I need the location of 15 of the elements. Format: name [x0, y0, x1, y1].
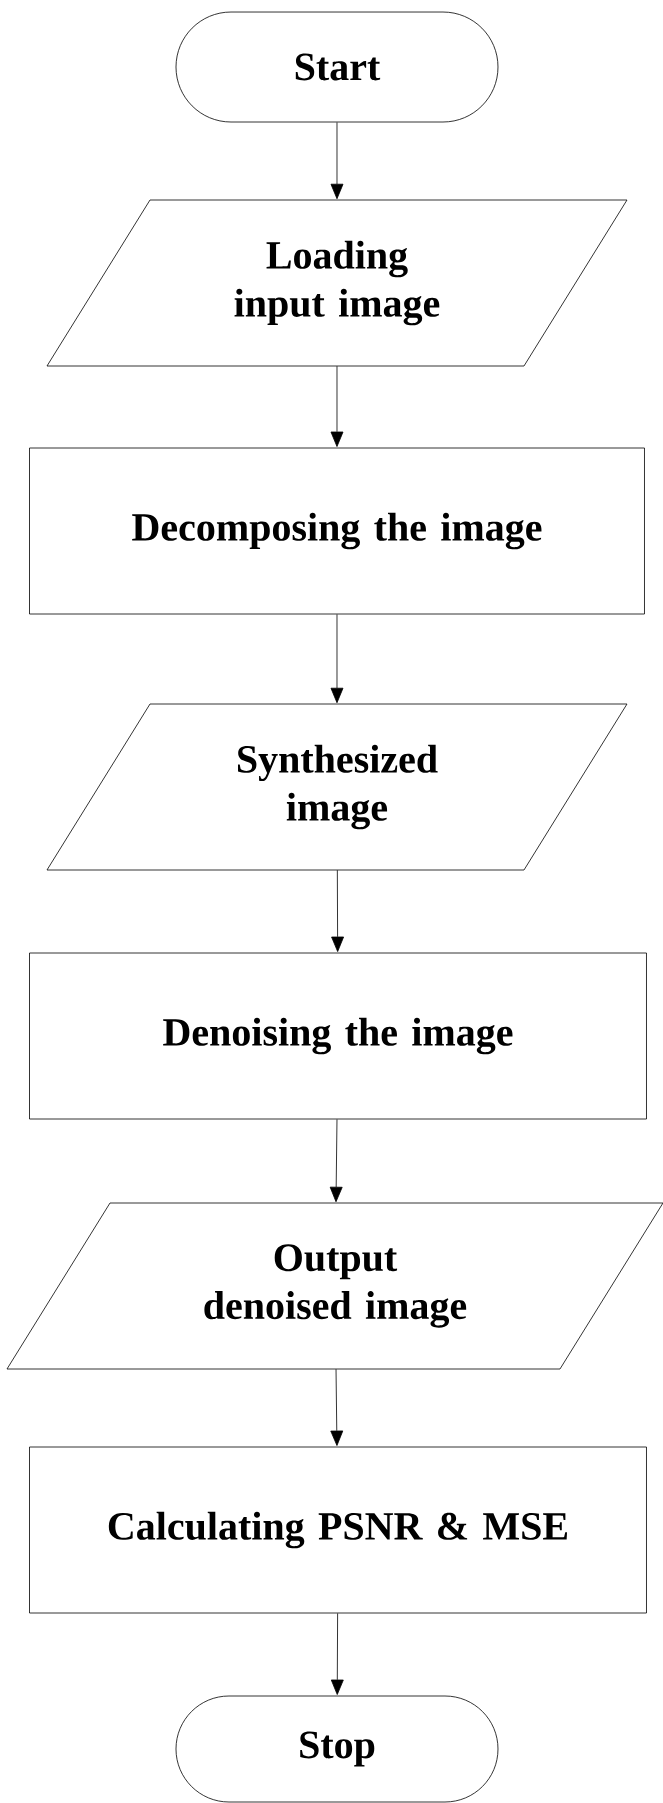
io-parallelogram: Loading input image — [46, 199, 628, 367]
arrow — [330, 122, 344, 200]
io-parallelogram: Synthesized image — [46, 703, 628, 871]
terminal-box: Stop — [175, 1695, 499, 1803]
arrow — [331, 869, 344, 952]
process-box: Calculating PSNR & MSE — [29, 1446, 647, 1614]
arrow — [329, 1119, 343, 1203]
process-box: Decomposing the image — [29, 447, 645, 615]
arrow — [330, 365, 344, 447]
arrow — [330, 614, 344, 704]
io-parallelogram: Output denoised image — [6, 1202, 663, 1370]
arrow — [330, 1613, 344, 1695]
process-box: Denoising the image — [29, 952, 647, 1120]
arrow — [330, 1368, 344, 1446]
terminal-box: Start — [175, 11, 499, 123]
